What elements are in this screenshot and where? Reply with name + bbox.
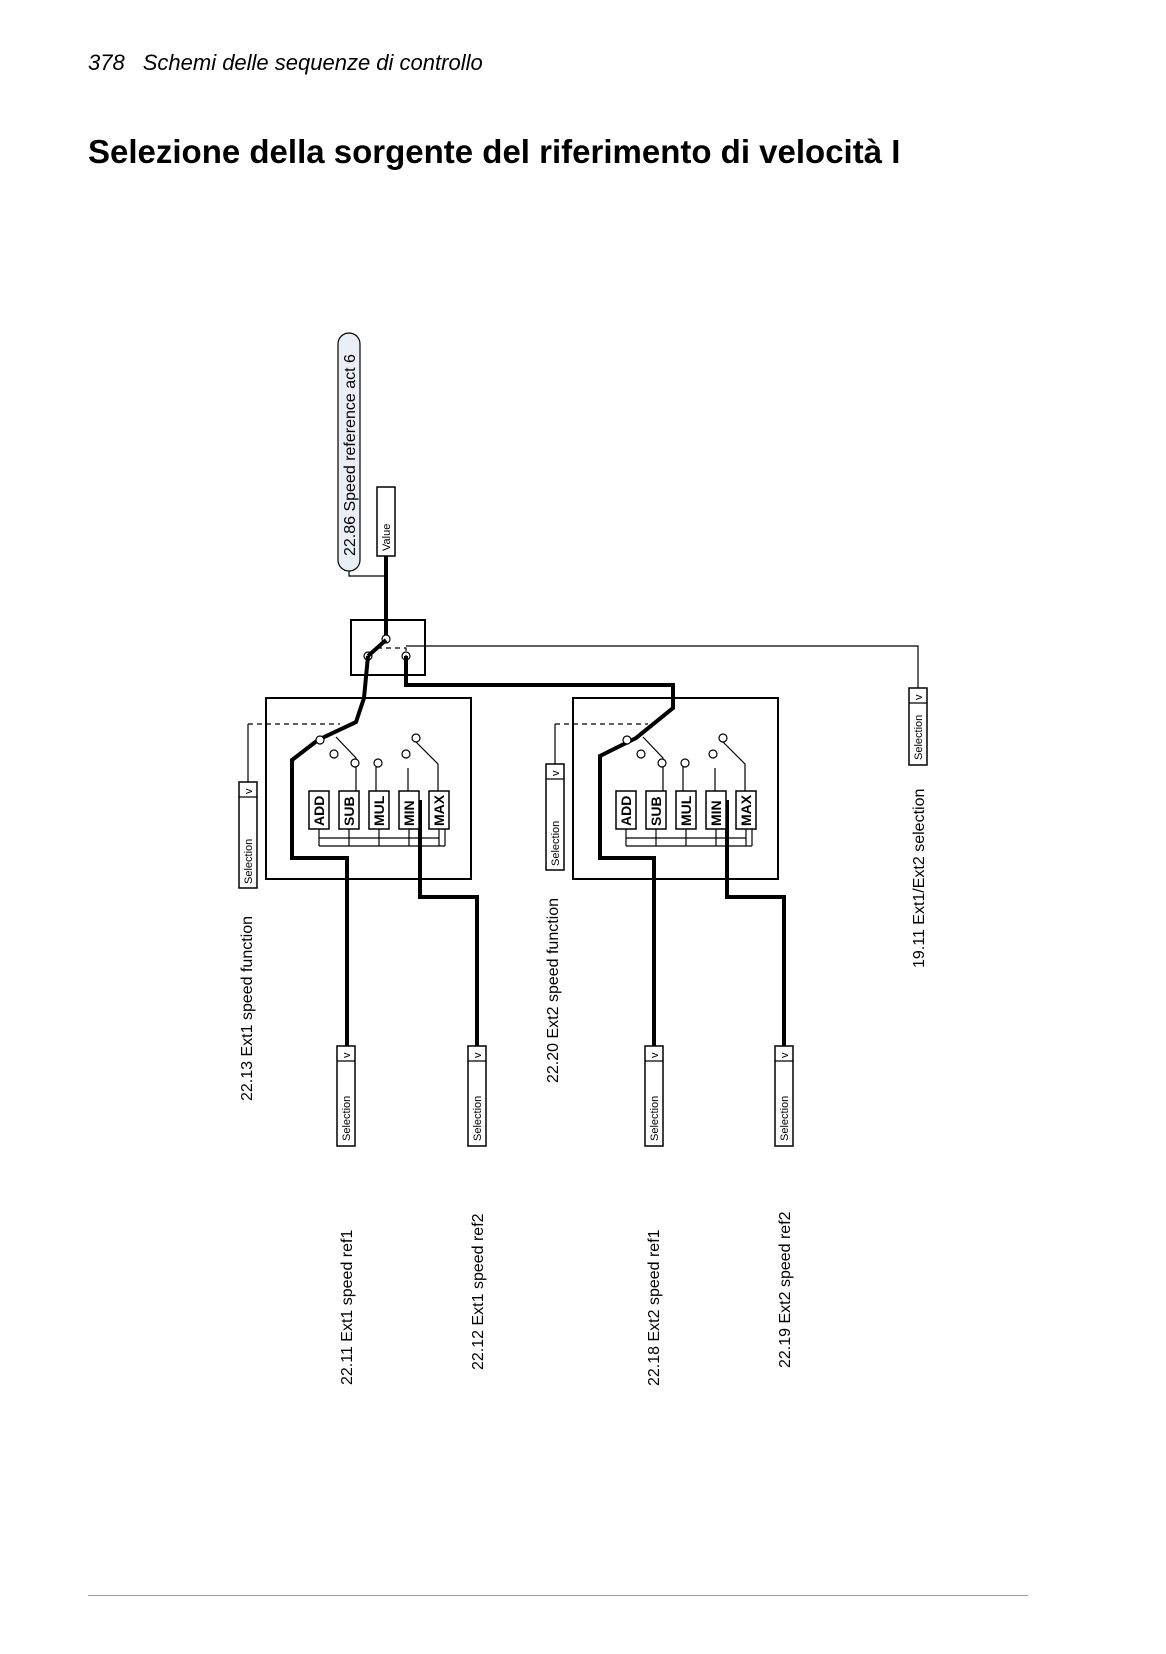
svg-text:MAX: MAX: [431, 794, 447, 826]
ext2-function-block: [572, 697, 779, 880]
svg-text:SUB: SUB: [341, 796, 357, 826]
ext1-signal-path: [290, 655, 370, 1046]
page-number: 378: [88, 50, 125, 75]
ext2-signal-path: [404, 656, 675, 1046]
ext2-contact-sub: [642, 736, 664, 791]
ext1-pin-max-a: [401, 749, 411, 759]
ext2-operations: ADD SUB MUL MIN MAX: [615, 790, 757, 830]
svg-text:Selection: Selection: [779, 1096, 791, 1141]
svg-text:SUB: SUB: [648, 796, 664, 826]
ext2-ref2-path: [725, 800, 786, 1046]
ext-switch-box: [350, 619, 426, 676]
svg-text:Selection: Selection: [550, 821, 562, 866]
svg-text:v: v: [243, 788, 255, 794]
ext1-pin-sub: [329, 749, 339, 759]
section-title: Schemi delle sequenze di controllo: [142, 50, 483, 75]
output-pill-connector: [348, 571, 386, 577]
ext1-function-selection-box: [238, 781, 258, 889]
svg-text:Selection: Selection: [341, 1096, 353, 1141]
ext2-function-label: 22.20 Ext2 speed function: [545, 898, 562, 1083]
svg-text:MUL: MUL: [678, 795, 694, 826]
svg-text:ADD: ADD: [618, 796, 634, 826]
ext1-ref1-selection-box: [336, 1045, 356, 1147]
ext1-operations: ADD SUB MUL MIN MAX: [308, 790, 450, 830]
ext-selection-text: Selection: [913, 715, 925, 760]
ext1-pin-max-b: [411, 733, 421, 743]
ext2-pin-max-b: [718, 733, 728, 743]
svg-text:MAX: MAX: [738, 794, 754, 826]
page-title: Selezione della sorgente del riferimento…: [88, 133, 901, 170]
ext2-function-selection-box: [545, 763, 565, 871]
ext2-pin-min: [680, 758, 690, 768]
svg-text:Selection: Selection: [472, 1096, 484, 1141]
output-value-text: Value: [381, 524, 393, 551]
ext2-pin-add: [622, 735, 632, 745]
ext1-ref1-label: 22.11 Ext1 speed ref1: [339, 1230, 356, 1385]
page-header: 378 Schemi delle sequenze di controllo: [88, 50, 483, 76]
svg-text:v: v: [341, 1052, 353, 1058]
ext-switch-control-line: [406, 645, 919, 688]
svg-text:MUL: MUL: [371, 795, 387, 826]
svg-text:ADD: ADD: [311, 796, 327, 826]
ext-switch-actuator: [377, 647, 407, 667]
ext1-pin-min: [373, 758, 383, 768]
ext1-ref2-label: 22.12 Ext1 speed ref2: [470, 1213, 487, 1370]
svg-text:v: v: [649, 1052, 661, 1058]
svg-text:Selection: Selection: [649, 1096, 661, 1141]
svg-text:MIN: MIN: [401, 800, 417, 826]
output-label: 22.86 Speed reference act 6: [342, 354, 359, 556]
svg-text:MIN: MIN: [708, 800, 724, 826]
ext1-pin-mul: [350, 758, 360, 768]
ext1-function-block: [265, 697, 472, 880]
ext1-pin-add: [315, 735, 325, 745]
ext-selection-symbol: v: [913, 694, 925, 700]
ext2-ref2-label: 22.19 Ext2 speed ref2: [777, 1211, 794, 1368]
ext2-ref2-selection-box: [774, 1045, 794, 1147]
ext2-pin-max-a: [708, 749, 718, 759]
ext1-function-label: 22.13 Ext1 speed function: [239, 916, 256, 1101]
ext2-ref1-selection-box: [644, 1045, 664, 1147]
ext1-contact-max: [415, 741, 439, 791]
ext2-contact-max: [722, 741, 746, 791]
ext1-ref2-selection-box: [467, 1045, 487, 1147]
ext2-pin-mul: [657, 758, 667, 768]
ext1-contact-sub: [335, 736, 357, 791]
svg-text:v: v: [550, 770, 562, 776]
svg-text:Selection: Selection: [243, 839, 255, 884]
footer-rule: [88, 1595, 1028, 1596]
ext2-pin-sub: [636, 749, 646, 759]
svg-text:v: v: [472, 1052, 484, 1058]
ext2-ref1-label: 22.18 Ext2 speed ref1: [646, 1229, 663, 1386]
ext-selection-label: 19.11 Ext1/Ext2 selection: [911, 789, 928, 968]
svg-text:v: v: [779, 1052, 791, 1058]
ext1-ref2-path: [418, 800, 479, 1046]
ext-selection-box: [908, 687, 928, 766]
